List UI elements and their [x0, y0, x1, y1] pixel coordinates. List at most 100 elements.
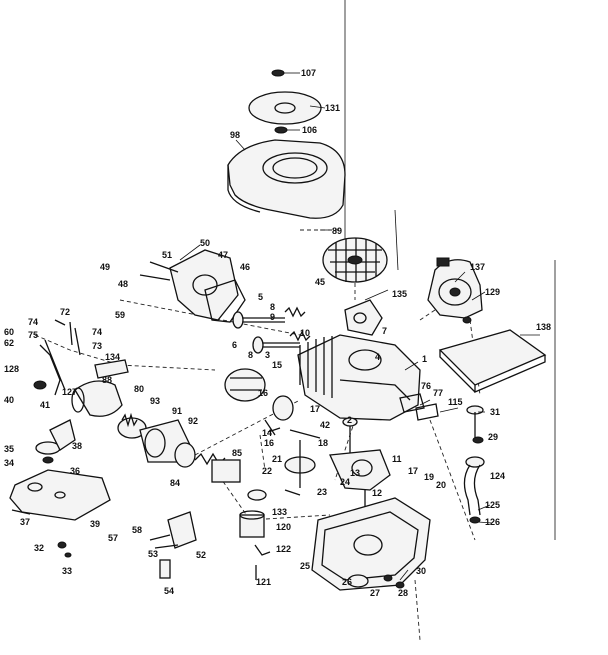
fuel-tank-group	[9, 419, 111, 521]
part-label-p26: 26	[342, 577, 352, 587]
part-label-p20: 20	[436, 480, 446, 490]
part-label-p120: 120	[276, 522, 291, 532]
part-label-p9: 9	[270, 312, 275, 322]
part-label-p73: 73	[92, 341, 102, 351]
part-label-p4: 4	[375, 352, 380, 362]
recoil-starter-group	[427, 257, 483, 324]
air-cleaner-elbow	[74, 380, 123, 417]
part-label-p27: 27	[370, 588, 380, 598]
part-label-p17b: 17	[408, 466, 418, 476]
part-label-p107: 107	[301, 68, 316, 78]
part-label-p6: 6	[232, 340, 237, 350]
part-label-p18: 18	[318, 438, 328, 448]
part-label-p10: 10	[300, 328, 310, 338]
cylinder-block	[297, 334, 421, 421]
crankshaft-group	[284, 417, 391, 510]
part-label-p75: 75	[28, 330, 38, 340]
part-label-p131: 131	[325, 103, 340, 113]
carburetor-plate-group	[139, 249, 246, 323]
cylinder-block-group	[297, 334, 421, 421]
control-bracket	[167, 511, 197, 549]
part-label-p133: 133	[272, 507, 287, 517]
part-label-p72: 72	[60, 307, 70, 317]
part-label-p121: 121	[256, 577, 271, 587]
part-label-p11: 11	[392, 454, 402, 464]
part-label-p122: 122	[276, 544, 291, 554]
oil-seal	[347, 574, 369, 588]
part-label-p21: 21	[272, 454, 282, 464]
part-label-p31: 31	[490, 407, 500, 417]
flywheel-group	[322, 237, 388, 347]
part-label-p127: 127	[62, 387, 77, 397]
part-label-p128: 128	[4, 364, 19, 374]
part-label-p48: 48	[118, 279, 128, 289]
part-label-p125: 125	[485, 500, 500, 510]
part-label-p12: 12	[372, 488, 382, 498]
part-label-p29: 29	[488, 432, 498, 442]
air-intake-group	[71, 380, 241, 483]
part-label-p1: 1	[422, 354, 427, 364]
part-label-p8a: 8	[270, 302, 275, 312]
part-label-p2: 2	[347, 415, 352, 425]
gasket	[204, 279, 246, 323]
part-label-p89: 89	[332, 226, 342, 236]
part-label-p49: 49	[100, 262, 110, 272]
part-label-p58: 58	[132, 525, 142, 535]
lower-center-parts-group	[239, 489, 271, 580]
misc-center-parts-group	[224, 368, 294, 436]
part-label-p17a: 17	[310, 404, 320, 414]
part-label-p115: 115	[448, 397, 463, 407]
part-label-p39: 39	[90, 519, 100, 529]
part-label-p40: 40	[4, 395, 14, 405]
part-label-p8b: 8	[248, 350, 253, 360]
part-label-p106: 106	[302, 125, 317, 135]
filter-ring	[174, 442, 196, 468]
part-label-p5: 5	[258, 292, 263, 302]
part-label-p62: 62	[4, 338, 14, 348]
part-label-p138: 138	[536, 322, 551, 332]
air-filter-pad	[438, 329, 547, 386]
ignition-module	[344, 299, 383, 336]
top-cover-group	[227, 69, 346, 219]
fill-tube	[463, 464, 471, 516]
part-label-p30: 30	[416, 566, 426, 576]
part-label-p137: 137	[470, 262, 485, 272]
part-label-p37: 37	[20, 517, 30, 527]
part-label-p16: 16	[258, 388, 268, 398]
part-label-p47: 47	[218, 250, 228, 260]
blower-housing	[227, 139, 346, 219]
part-label-p74b: 74	[92, 327, 102, 337]
part-label-p54: 54	[164, 586, 174, 596]
crankcase-base-group	[311, 497, 431, 591]
crankcase-base	[311, 497, 431, 591]
part-label-p42: 42	[320, 420, 330, 430]
part-label-p129: 129	[485, 287, 500, 297]
part-label-p98: 98	[230, 130, 240, 140]
carb-mounting-plate	[169, 249, 239, 321]
part-label-p7: 7	[382, 326, 387, 336]
part-label-p135: 135	[392, 289, 407, 299]
oil-filter-housing	[239, 514, 265, 538]
part-label-p3: 3	[265, 350, 270, 360]
part-label-p134: 134	[105, 352, 120, 362]
part-label-p51: 51	[162, 250, 172, 260]
part-label-p59: 59	[115, 310, 125, 320]
flywheel-key-part	[224, 368, 266, 402]
leader-lines	[179, 72, 540, 581]
part-label-p53: 53	[148, 549, 158, 559]
part-label-p15: 15	[272, 360, 282, 370]
part-label-p14: 14	[262, 428, 272, 438]
part-label-p36: 36	[70, 466, 80, 476]
part-label-p45: 45	[315, 277, 325, 287]
part-label-p32: 32	[34, 543, 44, 553]
valve-group	[232, 306, 311, 354]
part-label-p16b: 16	[264, 438, 274, 448]
part-label-p52: 52	[196, 550, 206, 560]
part-label-p33: 33	[62, 566, 72, 576]
part-label-p76: 76	[421, 381, 431, 391]
part-label-p28: 28	[398, 588, 408, 598]
part-label-p50: 50	[200, 238, 210, 248]
muffler-baffle	[211, 459, 241, 483]
